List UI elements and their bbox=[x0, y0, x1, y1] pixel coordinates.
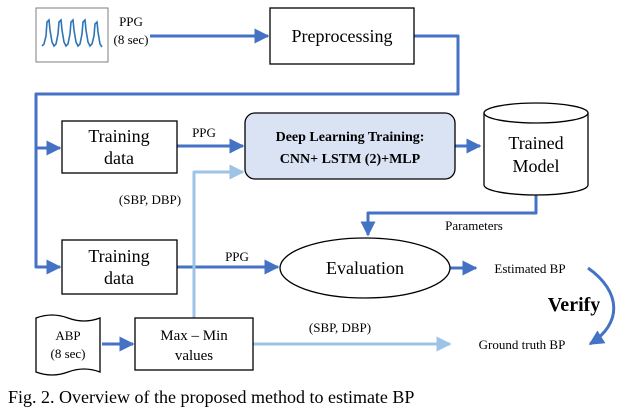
training-data-bottom-line2: data bbox=[104, 268, 134, 288]
verify-label: Verify bbox=[548, 294, 601, 316]
arrow-preprocessing-to-training-top bbox=[34, 34, 460, 156]
edge-label-ppg-top: PPG bbox=[192, 125, 216, 140]
preprocessing-box bbox=[269, 7, 415, 65]
abp-duration: (8 sec) bbox=[50, 346, 85, 361]
training-data-bottom-line1: Training bbox=[88, 246, 149, 266]
arrow-bus-to-training-bottom bbox=[34, 148, 62, 275]
max-min-line1: Max – Min bbox=[160, 328, 228, 344]
deep-learning-line2: CNN+ LSTM (2)+MLP bbox=[280, 152, 421, 167]
training-data-top-line1: Training bbox=[88, 126, 149, 146]
ppg-thumbnail bbox=[35, 7, 109, 63]
trained-model-cylinder bbox=[483, 102, 589, 196]
training-data-top-line2: data bbox=[104, 148, 134, 168]
arrow-verify bbox=[587, 266, 616, 346]
training-data-bottom-box bbox=[61, 239, 178, 295]
ppg-thumbnail-duration: (8 sec) bbox=[113, 32, 148, 47]
training-data-top-box bbox=[61, 120, 178, 174]
evaluation-label: Evaluation bbox=[326, 258, 404, 278]
edge-label-sbp-dbp-top: (SBP, DBP) bbox=[119, 192, 181, 207]
trained-model-line1: Trained bbox=[508, 133, 563, 153]
abp-label: ABP bbox=[55, 328, 80, 343]
evaluation-ellipse bbox=[279, 237, 451, 299]
arrow-model-to-evaluation bbox=[360, 195, 538, 237]
deep-learning-line1: Deep Learning Training: bbox=[276, 130, 425, 145]
max-min-line2: values bbox=[175, 348, 213, 364]
abp-signal-shape bbox=[35, 314, 101, 376]
preprocessing-label: Preprocessing bbox=[292, 26, 393, 46]
edge-label-ppg-bottom: PPG bbox=[225, 249, 249, 264]
figure-caption: Fig. 2. Overview of the proposed method … bbox=[8, 387, 414, 407]
estimated-bp-label: Estimated BP bbox=[494, 261, 565, 276]
max-min-box bbox=[134, 317, 254, 371]
edge-label-sbp-dbp-bottom: (SBP, DBP) bbox=[309, 320, 371, 335]
arrow-maxmin-to-dl bbox=[192, 164, 245, 318]
deep-learning-box bbox=[244, 112, 456, 180]
ground-truth-bp-label: Ground truth BP bbox=[479, 337, 566, 352]
edge-label-parameters: Parameters bbox=[445, 218, 503, 233]
ppg-waveform bbox=[41, 18, 103, 48]
ppg-thumbnail-label: PPG bbox=[119, 14, 143, 29]
trained-model-line2: Model bbox=[513, 156, 560, 176]
